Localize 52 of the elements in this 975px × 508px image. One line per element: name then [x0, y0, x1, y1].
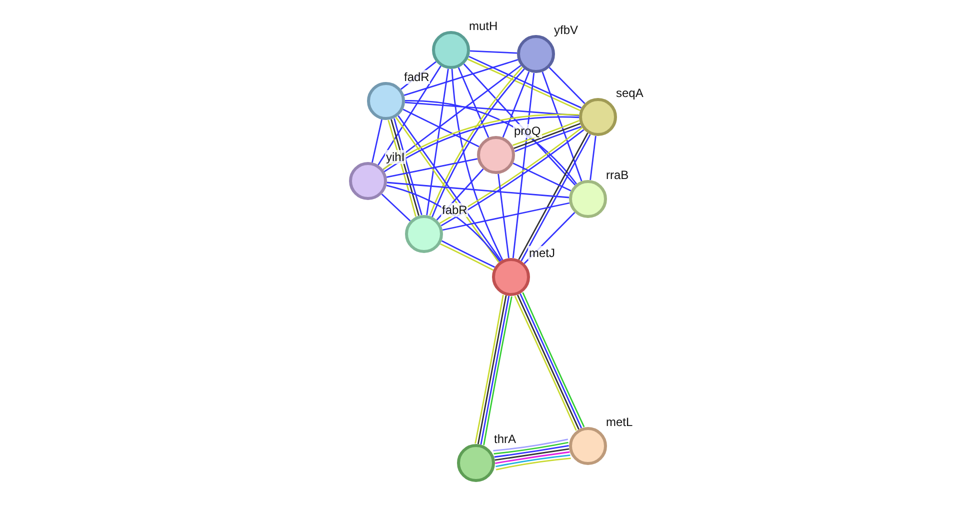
protein-node	[579, 98, 617, 136]
edge-line	[496, 454, 570, 468]
protein-label: yihI	[385, 150, 406, 164]
protein-node	[349, 162, 387, 200]
edge-line	[495, 451, 570, 464]
edge-line	[458, 67, 490, 138]
protein-label: metL	[605, 415, 634, 429]
protein-node	[367, 82, 405, 120]
edge-line	[496, 458, 571, 470]
edge-line	[426, 68, 449, 216]
edge-line	[451, 68, 504, 260]
edge-line	[404, 59, 518, 96]
edge-line	[498, 174, 510, 258]
protein-label: fabR	[441, 203, 468, 217]
edge-line	[512, 162, 572, 192]
protein-label: proQ	[513, 124, 542, 138]
protein-label: yfbV	[553, 23, 580, 37]
edge-line	[378, 66, 442, 166]
protein-label: rraB	[605, 168, 630, 182]
edge-line	[402, 108, 480, 148]
edge-line	[548, 67, 586, 104]
edge-line	[590, 136, 596, 180]
edge-line	[442, 202, 570, 231]
edge-line	[493, 438, 568, 452]
edge-line	[542, 72, 582, 182]
edge-line	[463, 64, 576, 186]
edge-line	[404, 100, 578, 184]
edge-line	[494, 445, 569, 458]
edge-line	[502, 71, 530, 138]
edge-line	[494, 442, 568, 454]
protein-node	[457, 444, 495, 482]
edge-line	[382, 64, 522, 170]
edge-line	[386, 158, 478, 178]
protein-node	[517, 35, 555, 73]
protein-node	[569, 180, 607, 218]
protein-label: seqA	[615, 86, 644, 100]
protein-node	[477, 136, 515, 174]
edge-line	[386, 182, 570, 198]
edge-line	[404, 102, 580, 116]
edge-line	[512, 72, 535, 258]
protein-label: mutH	[468, 19, 499, 33]
edge-line	[494, 448, 570, 461]
edge-line	[470, 50, 518, 54]
protein-node	[569, 427, 607, 465]
protein-node	[405, 215, 443, 253]
protein-node	[492, 258, 530, 296]
protein-node	[432, 31, 470, 69]
edge-line	[381, 194, 411, 222]
protein-label: metJ	[528, 246, 556, 260]
protein-label: thrA	[493, 432, 518, 446]
edge-line	[372, 119, 382, 163]
protein-label: fadR	[403, 70, 430, 84]
